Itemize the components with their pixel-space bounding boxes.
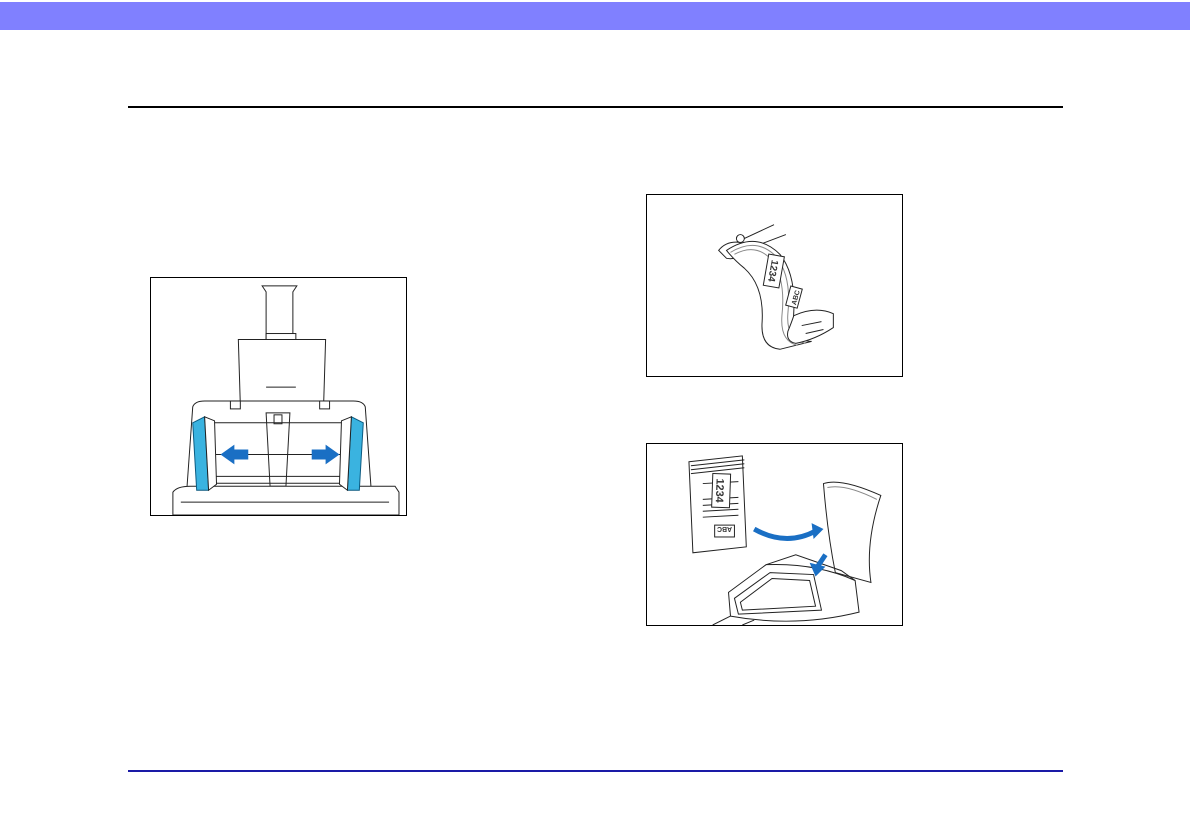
document-guides-illustration: [150, 277, 407, 516]
footer-rule: [128, 770, 1063, 772]
label-number: 1234: [713, 478, 726, 503]
load-document-illustration: 1234 ABC: [646, 443, 903, 626]
scanner-tray-icon: [151, 278, 406, 515]
right-guide-icon: [339, 417, 363, 490]
label-letters: ABC: [717, 525, 732, 532]
top-bar: [0, 0, 1190, 30]
fan-document-stack-illustration: 1234 ABC: [646, 194, 903, 377]
curved-arrow-icon: [754, 523, 823, 539]
fan-stack-icon: 1234 ABC: [647, 195, 902, 376]
load-scanner-icon: 1234 ABC: [647, 444, 902, 625]
left-guide-icon: [193, 417, 217, 490]
header-rule: [128, 106, 1063, 108]
